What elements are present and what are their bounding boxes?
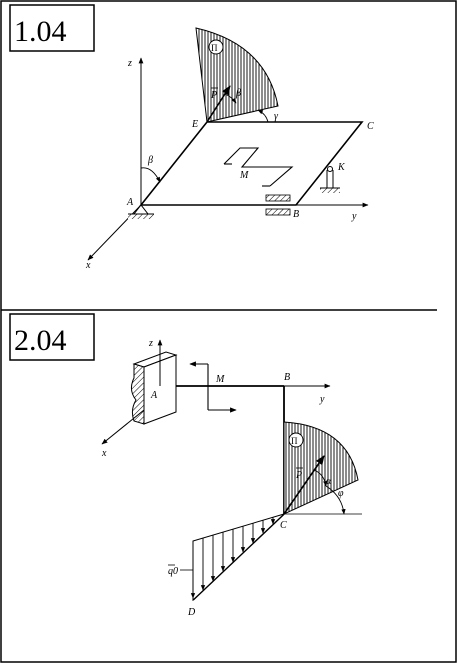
point-b-label: B (293, 209, 299, 220)
x-axis (87, 204, 142, 261)
force-p-label: P (210, 90, 217, 101)
x-axis-2 (101, 409, 145, 445)
couple-m-label: M (239, 170, 249, 181)
z-axis-label-2: z (148, 338, 153, 349)
angle-alpha-label: α (326, 476, 332, 487)
rod-k-ground (320, 188, 340, 193)
y-axis-label-2: y (319, 394, 325, 405)
couple-m (223, 147, 294, 187)
z-axis-label: z (127, 58, 132, 69)
angle-phi-label: φ (338, 488, 344, 499)
plate (139, 121, 364, 206)
plane-pi-label-2: П (291, 436, 298, 446)
problem-1-figure: 1.04 z y x П P β γ β M B (9, 4, 374, 271)
force-p-vector-2 (283, 455, 325, 515)
angle-phi-arc (325, 485, 346, 515)
plane-pi-label: П (211, 43, 218, 53)
problem-2-figure: 2.04 A z y x B M П P α (9, 313, 362, 618)
problem-1-number-box (9, 4, 95, 52)
force-p-vector (206, 85, 231, 123)
point-c-label-2: C (280, 520, 287, 531)
problem-1-number: 1.04 (14, 15, 67, 48)
q0-label: q0 (168, 566, 178, 577)
plane-pi-circle-2 (288, 432, 304, 448)
support-a-ground (128, 214, 154, 219)
angle-beta-top-arc (224, 93, 237, 104)
point-b-label-2: B (284, 372, 290, 383)
x-axis-label: x (85, 260, 91, 271)
point-e-label: E (191, 119, 198, 130)
distributed-load-area (192, 513, 285, 602)
point-k-label: K (337, 162, 346, 173)
angle-beta-top-label: β (235, 88, 241, 99)
problem-2-number: 2.04 (14, 324, 67, 357)
point-d-label: D (187, 607, 196, 618)
angle-beta-left-arc (140, 167, 161, 183)
problem-2-number-box (9, 313, 95, 361)
distributed-load-arrows (190, 517, 276, 599)
x-axis-label-2: x (101, 448, 107, 459)
plane-pi-sector (195, 27, 279, 123)
angle-gamma-label: γ (274, 111, 279, 122)
wall-block-left (130, 363, 145, 425)
bearing-b-top (265, 194, 291, 202)
bearing-b-bottom (265, 208, 291, 216)
plane-pi-circle (208, 39, 224, 55)
y-axis-label: y (351, 211, 357, 222)
angle-alpha-arc (313, 469, 328, 487)
angle-beta-left-label: β (147, 155, 153, 166)
rod-k-hinge (327, 166, 333, 172)
point-a-label: A (126, 197, 134, 208)
point-c-label: C (367, 121, 374, 132)
point-a-label-2: A (150, 390, 158, 401)
angle-gamma-arc (257, 109, 269, 123)
plane-pi-sector-2 (283, 421, 359, 515)
couple-m-label-2: M (215, 374, 225, 385)
force-p-label-2: P (295, 470, 302, 481)
